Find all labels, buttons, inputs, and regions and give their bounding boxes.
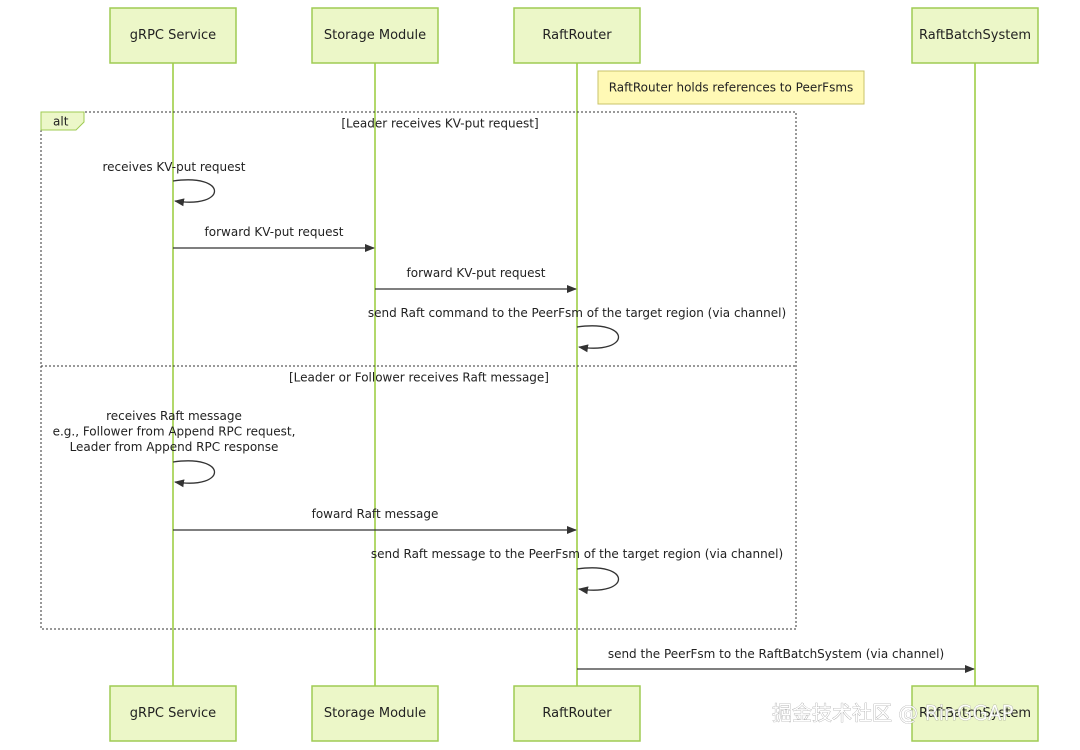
- lifelines: [172, 63, 976, 686]
- message-label-m7: send Raft message to the PeerFsm of the …: [371, 547, 783, 561]
- alt-frame-border: [40, 111, 797, 630]
- actor-label-batch-top: RaftBatchSystem: [919, 28, 1031, 43]
- actor-label-batch-bottom: RaftBatchSystem: [919, 706, 1031, 721]
- message-label-m2: forward KV-put request: [205, 225, 344, 239]
- message-label-m3: forward KV-put request: [407, 266, 546, 280]
- message-arrow-m5: [172, 460, 215, 488]
- watermark-text: 掘金技术社区 @ RinGGAP: [772, 701, 1014, 725]
- actor-label-storage-bottom: Storage Module: [324, 706, 426, 721]
- actor-box-grpc-bottom: [109, 685, 237, 742]
- message-arrow-m4: [576, 325, 619, 353]
- note: RaftRouter holds references to PeerFsms: [597, 70, 865, 105]
- actor-box-grpc-top: [109, 7, 237, 64]
- alt-section1-label: [Leader receives KV-put request]: [341, 117, 538, 131]
- actor-label-grpc-bottom: gRPC Service: [130, 706, 216, 721]
- message-label-m5: e.g., Follower from Append RPC request,: [53, 425, 296, 439]
- actor-box-router-bottom: [513, 685, 641, 742]
- actor-box-batch-top: [911, 7, 1039, 64]
- message-label-m5: receives Raft message: [106, 409, 242, 423]
- message-label-m6: foward Raft message: [312, 507, 439, 521]
- actor-box-router-top: [513, 7, 641, 64]
- actor-box-batch-bottom: [911, 685, 1039, 742]
- note-text: RaftRouter holds references to PeerFsms: [609, 81, 854, 95]
- messages: receives KV-put request forward KV-put re…: [53, 160, 975, 673]
- actor-box-storage-top: [311, 7, 439, 64]
- message-label-m5: Leader from Append RPC response: [70, 440, 279, 454]
- message-arrow-m7: [576, 567, 619, 595]
- message-label-m1: receives KV-put request: [103, 160, 246, 174]
- actor-box-storage-bottom: [311, 685, 439, 742]
- alt-tab: [40, 111, 85, 131]
- alt-section2-label: [Leader or Follower receives Raft messag…: [289, 371, 549, 385]
- actor-label-router-bottom: RaftRouter: [542, 706, 612, 721]
- message-label-m4: send Raft command to the PeerFsm of the …: [368, 306, 786, 320]
- alt-tag-label: alt: [53, 115, 69, 129]
- alt-frame: alt [Leader receives KV-put request] [Le…: [40, 111, 797, 630]
- actor-label-storage-top: Storage Module: [324, 28, 426, 43]
- message-arrow-m1: [172, 179, 215, 207]
- actor-label-router-top: RaftRouter: [542, 28, 612, 43]
- actor-label-grpc-top: gRPC Service: [130, 28, 216, 43]
- message-label-m8: send the PeerFsm to the RaftBatchSystem …: [608, 647, 944, 661]
- note-box: [597, 70, 865, 105]
